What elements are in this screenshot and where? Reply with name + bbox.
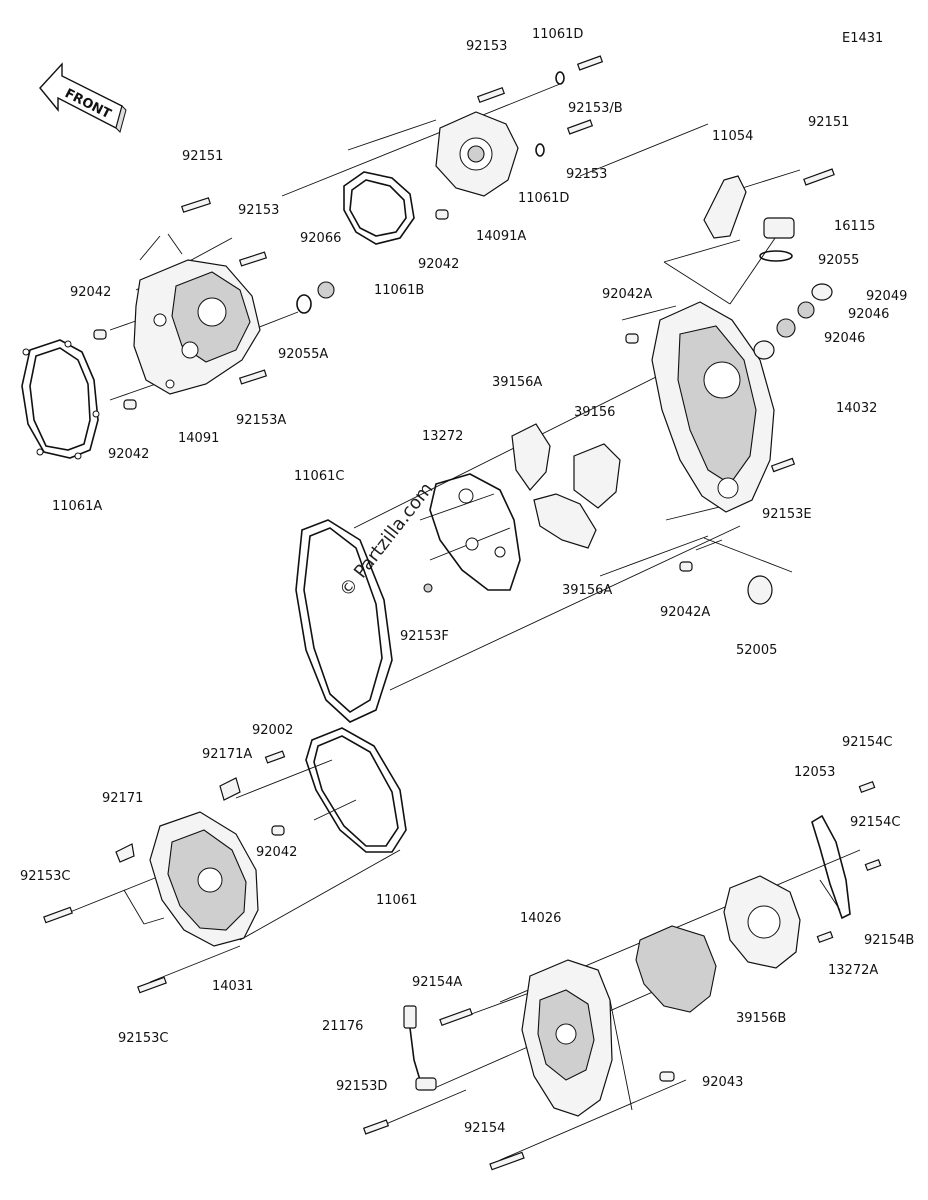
part-14026-cover bbox=[521, 959, 613, 1117]
part-bolts-top bbox=[476, 55, 604, 157]
diagram-code: E1431 bbox=[842, 31, 883, 46]
label-92171: 92171 bbox=[102, 791, 143, 806]
label-11054: 11054 bbox=[712, 129, 753, 144]
label-14091: 14091 bbox=[178, 431, 219, 446]
label-92002: 92002 bbox=[252, 723, 293, 738]
part-14031-cover bbox=[149, 811, 259, 947]
part-11061-gasket bbox=[305, 727, 407, 853]
label-92153E: 92153E bbox=[762, 507, 812, 522]
part-bolts-left bbox=[181, 197, 268, 385]
part-11061C-gasket bbox=[295, 519, 393, 723]
label-92043: 92043 bbox=[702, 1075, 743, 1090]
label-92153F: 92153F bbox=[400, 629, 449, 644]
label-92042-left: 92042 bbox=[70, 285, 111, 300]
part-14032-clutch-cover bbox=[651, 301, 775, 513]
label-39156B: 39156B bbox=[736, 1011, 786, 1026]
label-92049: 92049 bbox=[866, 289, 907, 304]
label-92151-right: 92151 bbox=[808, 115, 849, 130]
label-11061D-top: 11061D bbox=[532, 27, 583, 42]
part-92042-dowels-left bbox=[93, 329, 137, 410]
label-11061D-mid: 11061D bbox=[518, 191, 569, 206]
label-16115: 16115 bbox=[834, 219, 875, 234]
part-wire-clamps bbox=[115, 750, 286, 863]
label-11061B: 11061B bbox=[374, 283, 424, 298]
label-92154B: 92154B bbox=[864, 933, 914, 948]
label-92042A-bot: 92042A bbox=[660, 605, 710, 620]
label-92151-left: 92151 bbox=[182, 149, 223, 164]
part-92066-92055A bbox=[296, 281, 335, 314]
label-14091A: 14091A bbox=[476, 229, 526, 244]
part-16115-cap bbox=[759, 217, 795, 262]
label-92042-c: 92042 bbox=[256, 845, 297, 860]
label-92046-b: 92046 bbox=[824, 331, 865, 346]
part-21176-sensor bbox=[403, 1005, 437, 1091]
front-arrow-icon: FRONT bbox=[39, 62, 127, 133]
part-11061A-gasket bbox=[21, 339, 100, 460]
label-52005: 52005 bbox=[736, 643, 777, 658]
label-92153-mid: 92153 bbox=[566, 167, 607, 182]
watermark: © Partzilla.com bbox=[335, 479, 437, 601]
part-labels: 92153 11061D 92153/B 92153 11061D 14091A… bbox=[20, 27, 914, 1136]
label-92055: 92055 bbox=[818, 253, 859, 268]
label-92171A: 92171A bbox=[202, 747, 252, 762]
label-11061: 11061 bbox=[376, 893, 417, 908]
part-39156-foam bbox=[423, 423, 621, 593]
part-39156B-foam bbox=[635, 925, 717, 1013]
label-13272: 13272 bbox=[422, 429, 463, 444]
label-92042A-top: 92042A bbox=[602, 287, 652, 302]
label-12053: 12053 bbox=[794, 765, 835, 780]
part-11054-bracket bbox=[703, 175, 747, 239]
label-92154: 92154 bbox=[464, 1121, 505, 1136]
label-92055A: 92055A bbox=[278, 347, 328, 362]
part-14091-cover bbox=[133, 259, 261, 395]
label-92153A: 92153A bbox=[236, 413, 286, 428]
label-92154A: 92154A bbox=[412, 975, 462, 990]
leader-lines bbox=[69, 83, 861, 1161]
label-13272A: 13272A bbox=[828, 963, 878, 978]
part-bolts-lower-right bbox=[362, 781, 882, 1171]
label-39156A-top: 39156A bbox=[492, 375, 542, 390]
part-bearings-seals bbox=[625, 168, 835, 605]
label-21176: 21176 bbox=[322, 1019, 363, 1034]
label-92153-top: 92153 bbox=[466, 39, 507, 54]
part-14091A-cover bbox=[435, 111, 519, 220]
label-92154C-top: 92154C bbox=[842, 735, 892, 750]
part-bolts-lower-left bbox=[43, 906, 167, 994]
label-92046-a: 92046 bbox=[848, 307, 889, 322]
label-11061A: 11061A bbox=[52, 499, 102, 514]
part-13272A-plate bbox=[723, 875, 801, 969]
label-92154C-mid: 92154C bbox=[850, 815, 900, 830]
label-14031: 14031 bbox=[212, 979, 253, 994]
label-14032: 14032 bbox=[836, 401, 877, 416]
label-92153-left: 92153 bbox=[238, 203, 279, 218]
part-12053-guide bbox=[811, 814, 851, 920]
label-14026: 14026 bbox=[520, 911, 561, 926]
label-92153D: 92153D bbox=[336, 1079, 387, 1094]
label-11061C: 11061C bbox=[294, 469, 344, 484]
label-92066: 92066 bbox=[300, 231, 341, 246]
part-13272-plate bbox=[429, 473, 521, 591]
label-92153B: 92153/B bbox=[568, 101, 623, 116]
label-39156A-bot: 39156A bbox=[562, 583, 612, 598]
label-92042-lower: 92042 bbox=[108, 447, 149, 462]
label-39156: 39156 bbox=[574, 405, 615, 420]
label-92153C-b: 92153C bbox=[118, 1031, 168, 1046]
part-11061B-gasket bbox=[343, 171, 415, 245]
label-92153C-a: 92153C bbox=[20, 869, 70, 884]
label-92042-a: 92042 bbox=[418, 257, 459, 272]
